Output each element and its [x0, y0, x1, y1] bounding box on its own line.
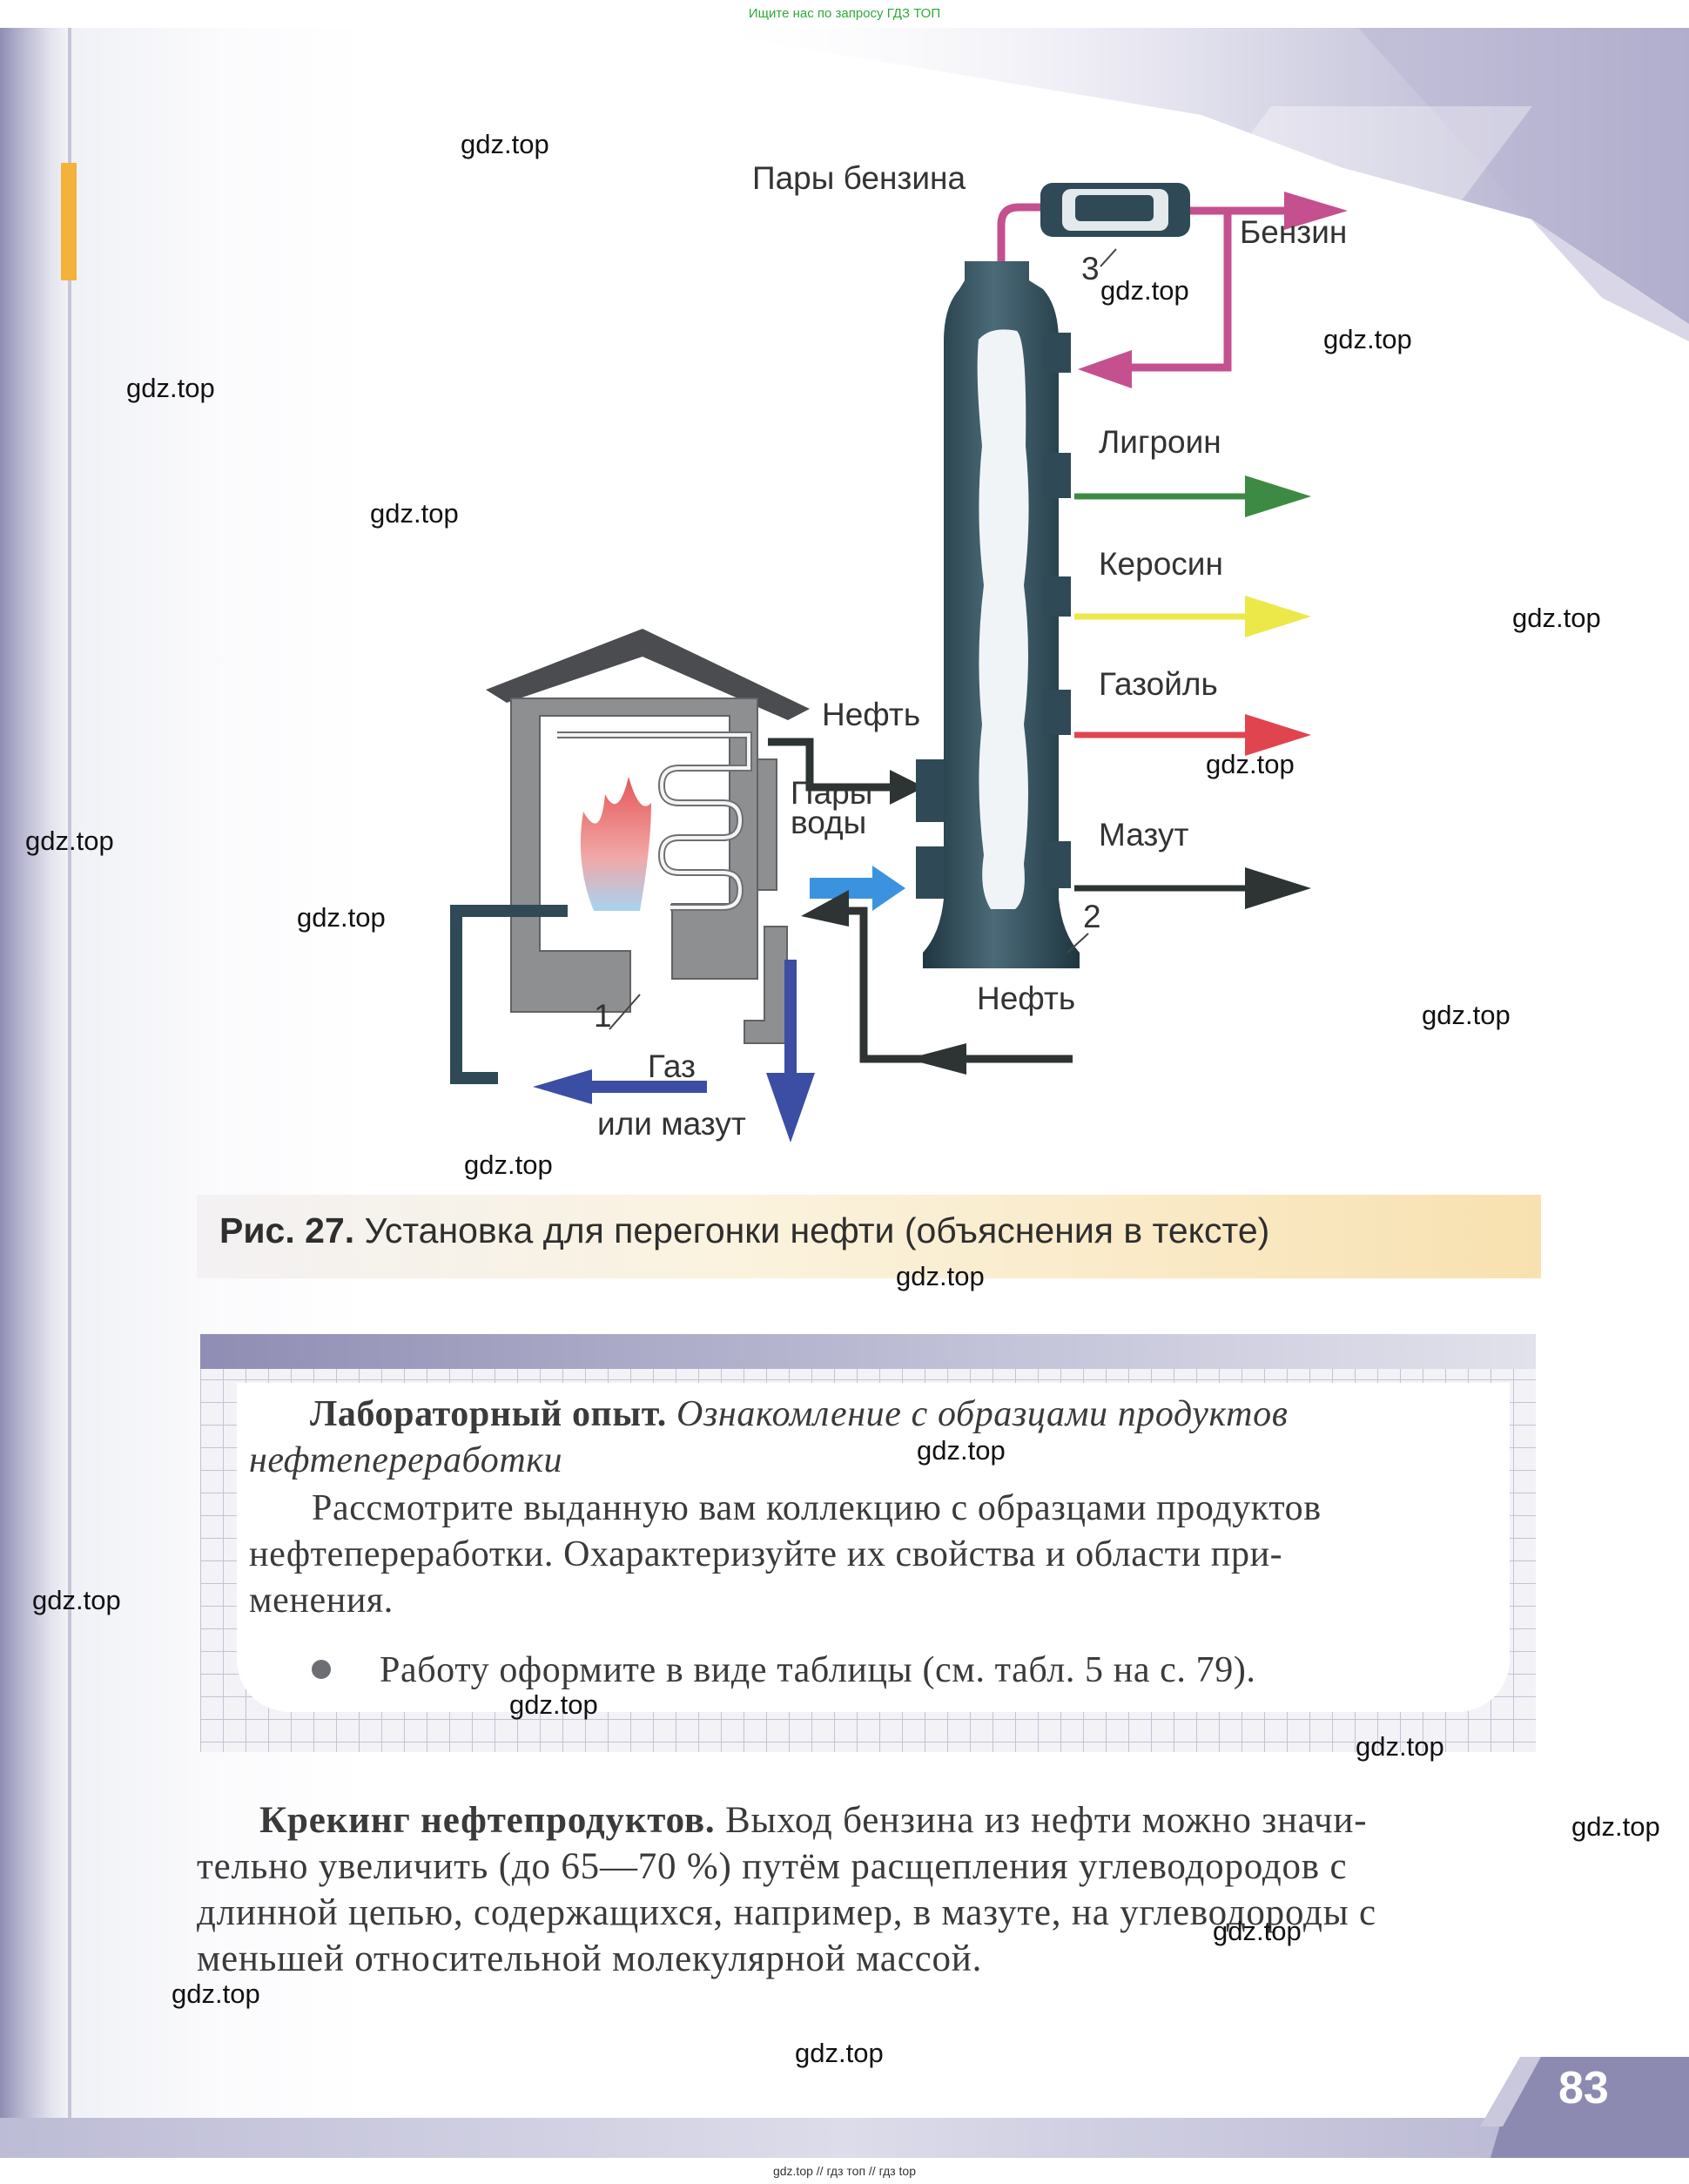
- watermark: gdz.top: [795, 2038, 884, 2068]
- caption-band: [197, 1195, 1541, 1278]
- watermark: gdz.top: [1100, 275, 1189, 306]
- label-num-1: 1: [594, 998, 612, 1034]
- watermark: gdz.top: [1213, 1916, 1302, 1946]
- watermark: gdz.top: [1422, 1000, 1511, 1030]
- page-spine: [0, 28, 68, 2158]
- cracking-title: Крекинг нефтепродуктов.: [259, 1800, 716, 1841]
- label-benzine: Бензин: [1240, 214, 1348, 250]
- watermark: gdz.top: [297, 902, 386, 933]
- watermark: gdz.top: [461, 129, 549, 159]
- cracking-line-1: Крекинг нефтепродуктов. Выход бензина из…: [259, 1797, 1367, 1844]
- figure-caption: Рис. 27. Установка для перегонки нефти (…: [219, 1210, 1269, 1251]
- lab-title-italic-cont: нефтепереработки: [249, 1440, 563, 1480]
- lab-text-line-2: нефтепереработки. Охарактеризуйте их сво…: [249, 1534, 1283, 1574]
- bottom-banner: gdz.top // гдз топ // гдз top: [772, 2164, 917, 2178]
- lab-box-header: [200, 1334, 1536, 1369]
- watermark: gdz.top: [1356, 1731, 1444, 1762]
- lab-text-line-3: менения.: [249, 1581, 394, 1621]
- cracking-line-4: меньшей относительной молекулярной массо…: [197, 1938, 983, 1979]
- top-banner: Ищите нас по запросу ГДЗ ТОП: [748, 6, 941, 21]
- watermark: gdz.top: [1512, 603, 1601, 633]
- watermark: gdz.top: [126, 373, 215, 403]
- label-kerosene: Керосин: [1099, 546, 1223, 582]
- watermark: gdz.top: [509, 1689, 598, 1720]
- lab-title: Лабораторный опыт. Ознакомление с образц…: [310, 1392, 1289, 1438]
- distillation-column: [916, 261, 1089, 968]
- watermark: gdz.top: [25, 826, 114, 856]
- condenser: [997, 183, 1348, 388]
- label-num-2: 2: [1083, 899, 1101, 934]
- caption-text: Установка для перегонки нефти (объяснени…: [364, 1210, 1270, 1250]
- lab-title-italic: Ознакомление с образцами продуктов: [676, 1394, 1289, 1434]
- watermark: gdz.top: [32, 1585, 121, 1615]
- watermark: gdz.top: [370, 498, 459, 529]
- flame-icon: [580, 777, 651, 911]
- cracking-line-2: тельно увеличить (до 65—70 %) путём расщ…: [197, 1846, 1348, 1887]
- watermark: gdz.top: [896, 1261, 985, 1291]
- label-oil-feed: Нефть: [977, 981, 1076, 1016]
- cracking-line-3: длинной цепью, содержащихся, например, в…: [197, 1892, 1376, 1933]
- bottom-decor: [0, 2057, 1689, 2158]
- fraction-arrows: [1074, 475, 1311, 909]
- page-number: 83: [1558, 2063, 1609, 2113]
- steam-arrow: [810, 866, 905, 911]
- watermark: gdz.top: [1571, 1811, 1660, 1842]
- label-oil-in: Нефть: [822, 697, 921, 732]
- distillation-diagram: [450, 183, 1348, 1143]
- cracking-text-1: Выход бензина из нефти можно значи-: [725, 1800, 1368, 1841]
- label-mazut: Мазут: [1099, 817, 1189, 853]
- bookmark-tab: [61, 163, 77, 280]
- lab-box-content: [237, 1383, 1510, 1712]
- caption-label: Рис. 27.: [219, 1210, 355, 1250]
- label-gasoil: Газойль: [1099, 666, 1218, 702]
- watermark: gdz.top: [172, 1978, 260, 2009]
- watermark: gdz.top: [464, 1149, 553, 1180]
- label-gas-or-mazut: Газ или мазут: [597, 1048, 746, 1142]
- lab-text-line-1: Рассмотрите выданную вам коллекцию с обр…: [312, 1488, 1322, 1528]
- lab-bullet-text: Работу оформите в виде таблицы (см. табл…: [380, 1650, 1256, 1690]
- label-steam: Пары воды: [791, 775, 873, 840]
- bullet-icon: [312, 1660, 331, 1679]
- label-benzine-vapors: Пары бензина: [752, 160, 966, 196]
- spine-edge: [68, 28, 71, 2158]
- watermark: gdz.top: [1206, 749, 1295, 779]
- textbook-page: Пары бензина Бензин Лигроин Керосин Газо…: [0, 28, 1689, 2158]
- watermark: gdz.top: [1323, 324, 1412, 354]
- label-num-3: 3: [1081, 251, 1100, 286]
- lab-title-bold: Лабораторный опыт.: [310, 1394, 667, 1434]
- label-naphtha: Лигроин: [1099, 424, 1221, 460]
- furnace: [450, 629, 1073, 1143]
- watermark: gdz.top: [917, 1435, 1006, 1466]
